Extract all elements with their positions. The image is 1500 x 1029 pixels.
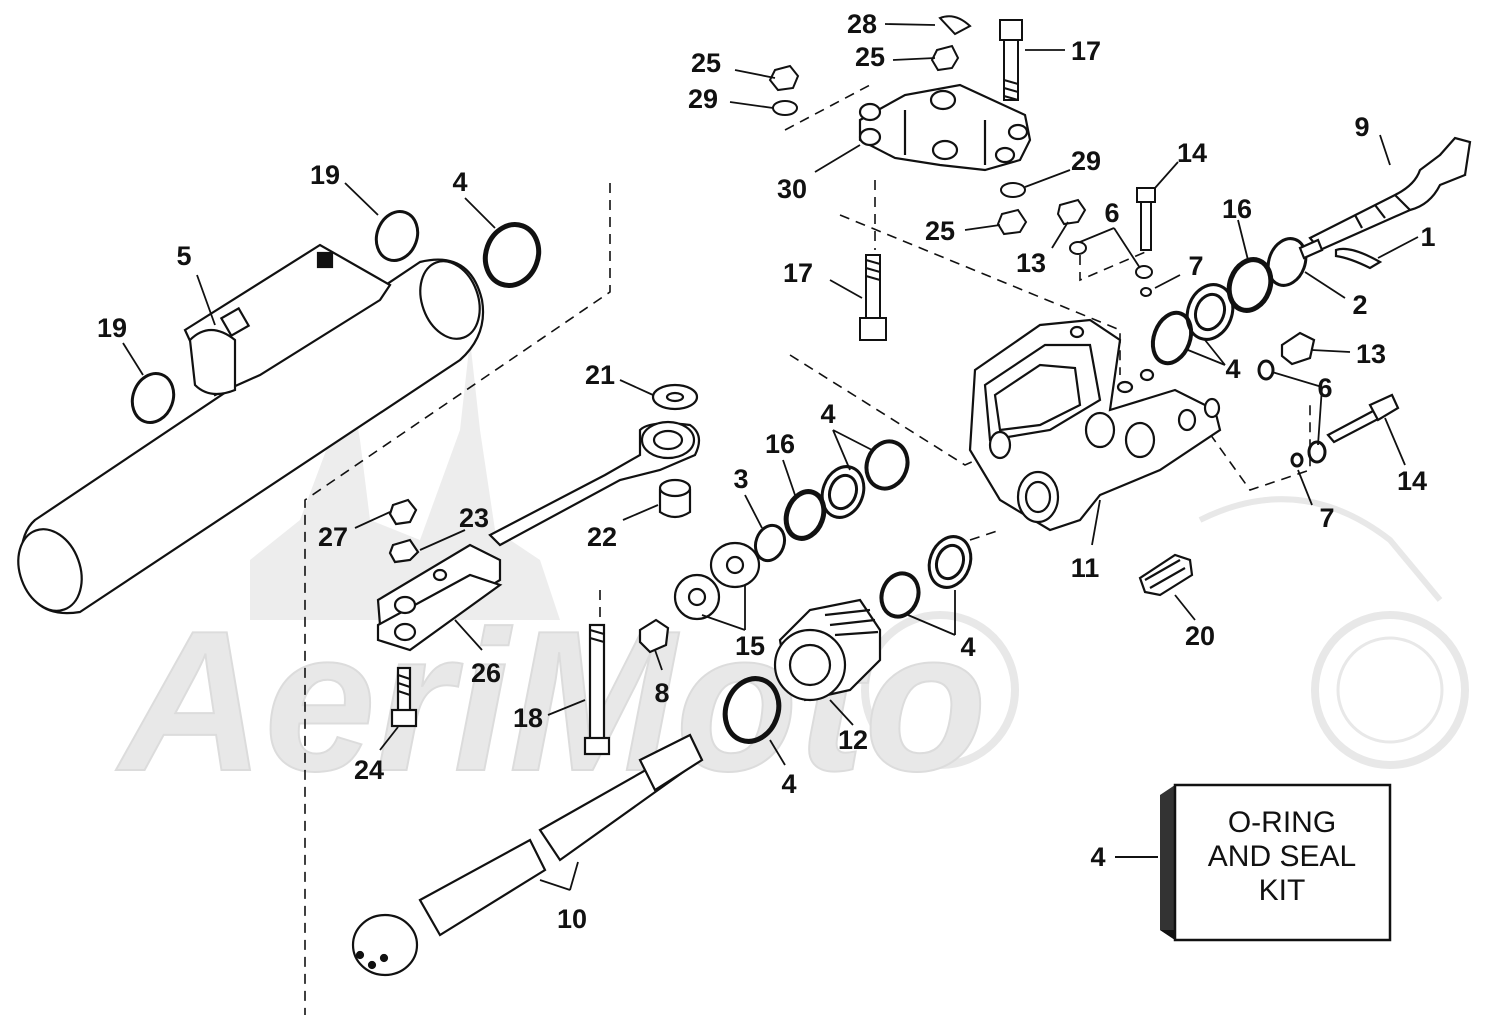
callout-4-center-right: 4	[960, 632, 975, 662]
callout-23: 23	[459, 503, 489, 533]
callout-8: 8	[654, 678, 669, 708]
callout-19-left: 19	[97, 313, 127, 343]
callout-6-right: 6	[1317, 373, 1332, 403]
callout-7-right: 7	[1319, 503, 1334, 533]
cylinder-tube	[17, 258, 485, 615]
center-seals	[722, 439, 973, 744]
callout-3: 3	[733, 464, 748, 494]
callout-30: 30	[777, 174, 807, 204]
callout-14-top: 14	[1177, 138, 1207, 168]
callout-labels: 28 17 25 25 29 30 29 25 17 14 9 16 13 6 …	[97, 9, 1436, 934]
callout-24: 24	[354, 755, 384, 785]
callout-19-top: 19	[310, 160, 340, 190]
callout-13-right: 13	[1356, 339, 1386, 369]
callout-1: 1	[1420, 222, 1435, 252]
kit-line-2: AND SEAL	[1208, 840, 1356, 873]
right-seals	[1150, 237, 1327, 468]
callout-25-left: 25	[691, 48, 721, 78]
callout-4-topleft: 4	[452, 167, 467, 197]
leader-lines	[122, 23, 1419, 891]
callout-22: 22	[587, 522, 617, 552]
callout-7-top: 7	[1188, 251, 1203, 281]
kit-line-3: KIT	[1259, 874, 1306, 907]
callout-4-bottom: 4	[781, 769, 796, 799]
kit-box: O-RING AND SEAL KIT 4	[1090, 783, 1392, 942]
right-hardware	[1138, 136, 1472, 597]
callout-15: 15	[735, 631, 765, 661]
callout-10: 10	[557, 904, 587, 934]
callout-25-top: 25	[855, 42, 885, 72]
callout-29-left: 29	[688, 84, 718, 114]
part-11-valve-body	[968, 318, 1222, 532]
callout-5: 5	[176, 241, 191, 271]
part-5-bracket	[183, 243, 392, 397]
callout-28: 28	[847, 9, 877, 39]
callout-16-right: 16	[1222, 194, 1252, 224]
watermark: AeriMoto	[114, 340, 1469, 814]
callout-16-center: 16	[765, 429, 795, 459]
callout-27: 27	[318, 522, 348, 552]
callout-17-lower: 17	[783, 258, 813, 288]
top-hardware	[768, 15, 1156, 341]
callout-18: 18	[513, 703, 543, 733]
callout-14-right: 14	[1397, 466, 1427, 496]
center-parts	[351, 383, 882, 977]
callout-6-top: 6	[1104, 198, 1119, 228]
watermark-text: AeriMoto	[115, 590, 987, 813]
callout-25-lower: 25	[925, 216, 955, 246]
callout-4-center-top: 4	[820, 399, 835, 429]
kit-line-1: O-RING	[1228, 806, 1336, 839]
callout-2: 2	[1352, 290, 1367, 320]
left-rings	[130, 210, 542, 424]
callout-12: 12	[838, 725, 868, 755]
callout-29-right: 29	[1071, 146, 1101, 176]
callout-17-top: 17	[1071, 36, 1101, 66]
callout-11: 11	[1071, 553, 1100, 583]
callout-13-top: 13	[1016, 248, 1046, 278]
callout-9: 9	[1354, 112, 1369, 142]
callout-4-right: 4	[1225, 354, 1240, 384]
kit-ref-label: 4	[1090, 842, 1105, 872]
callout-26: 26	[471, 658, 501, 688]
part-30-yoke	[858, 83, 1032, 172]
callout-20: 20	[1185, 621, 1215, 651]
callout-21: 21	[585, 360, 615, 390]
